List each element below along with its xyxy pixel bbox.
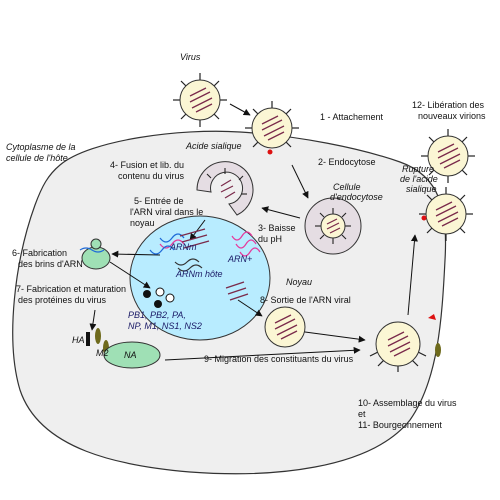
label-sialic-acid: Acide sialique [185,141,242,151]
label-sialic-rupture: Rupture de l'acide sialique [400,164,440,194]
virus-attached [245,101,299,155]
arrow-proteins-to-ha [89,309,97,331]
arrow-ph [261,206,301,219]
arrow-budding [407,234,418,316]
label-na: NA [124,350,137,360]
step-9: 9- Migration des constituants du virus [204,354,354,364]
ribosome [79,238,111,270]
ha-proteins [86,332,90,346]
label-virus: Virus [180,52,201,62]
arrow-entry [189,219,206,241]
step-1: 1 - Attachement [320,112,384,122]
step-5: 5- Entrée de l'ARN viral dans le noyau [130,196,206,228]
arrow-attachment [229,103,251,116]
na-vesicle [103,341,161,369]
virus-free [173,73,227,127]
step-10-11: 10- Assemblage du virus et 11- Bourgeonn… [358,398,459,430]
arrow-to-ribosome [111,250,161,258]
viral-rna-bundle-nucleus [179,228,249,301]
fusion-vesicle [196,161,254,216]
step-2: 2- Endocytose [318,157,376,167]
step-3: 3- Baisse du pH [258,223,298,244]
label-arnm-host: ARNm hôte [175,269,223,279]
step-12: 12- Libération des nouveaux virions [412,100,487,121]
step-7: 7- Fabrication et maturation des protéin… [16,284,129,305]
label-ha: HA [72,335,85,345]
label-arn-plus: ARN+ [227,254,252,264]
label-cytoplasm: Cytoplasme de la cellule de l'hôte [6,142,78,163]
step-4: 4- Fusion et lib. du contenu du virus [110,160,187,181]
label-endocytosis-cell: Cellule d'endocytose [330,182,383,202]
rna-strands [149,231,261,272]
viral-proteins [143,287,175,308]
step-8: 8- Sortie de l'ARN viral [260,295,351,305]
arrow-endocytosis [291,164,309,199]
label-nucleus: Noyau [286,277,312,287]
arrow-ribosome-to-nucleus [109,261,151,289]
budding-virus [369,314,441,372]
released-virion-1 [421,129,475,183]
exported-rnp [264,306,306,348]
arrow-nuclear-export [237,299,263,317]
label-m2: M2 [96,348,109,358]
arrow-migration-2 [164,346,361,361]
step-6: 6- Fabrication des brins d'ARN [12,248,83,269]
released-virion-2 [419,187,473,241]
label-proteins: PB1, PB2, PA, NP, M1, NS1, NS2 [128,310,202,331]
endocytosis-vesicle [304,197,362,255]
label-arnm: ARNm [169,242,197,252]
